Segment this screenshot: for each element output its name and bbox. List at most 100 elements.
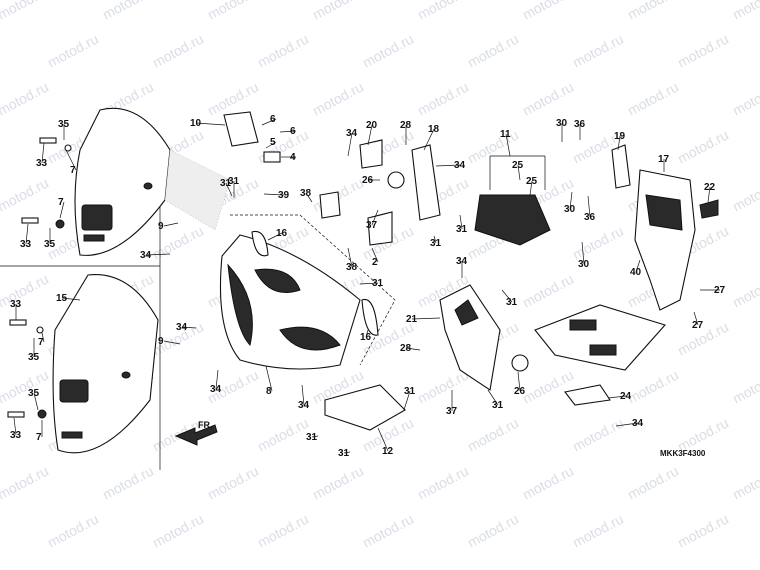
callout-28: 28 [400, 120, 412, 131]
callout-24: 24 [620, 391, 632, 402]
callout-leader [65, 149, 77, 171]
callout-37: 37 [446, 406, 458, 417]
watermark-text: motod.ru [520, 463, 576, 503]
diagram-code: MKK3F4300 [660, 449, 706, 458]
watermark-text: motod.ru [255, 415, 311, 455]
bracket-24 [564, 384, 611, 406]
grommet-26b [511, 354, 529, 372]
callout-7: 7 [38, 337, 44, 348]
meter-visor [474, 155, 551, 246]
watermark-text: motod.ru [0, 463, 51, 503]
callout-leader [367, 124, 373, 146]
callout-leader [587, 195, 591, 218]
callout-leader [343, 451, 351, 454]
watermark-text: motod.ru [625, 463, 681, 503]
watermark-text: motod.ru [520, 271, 576, 311]
watermark-text: motod.ru [360, 31, 416, 71]
callout-leader [529, 180, 533, 196]
callout-25: 25 [526, 176, 538, 187]
callout-leader [423, 128, 435, 151]
callout-33: 33 [10, 299, 22, 310]
watermark-text: motod.ru [415, 0, 471, 23]
callout-leader [403, 390, 411, 411]
callout-7: 7 [36, 432, 42, 443]
callout-34: 34 [210, 384, 222, 395]
callout-leader [347, 247, 353, 268]
callout-34: 34 [346, 128, 358, 139]
callout-30: 30 [564, 204, 576, 215]
callout-10: 10 [190, 118, 202, 129]
callout-38: 38 [346, 262, 358, 273]
callout-leader [365, 329, 369, 338]
watermark-text: motod.ru [255, 127, 311, 167]
watermark-text: motod.ru [625, 0, 681, 23]
callout-18: 18 [428, 124, 440, 135]
watermark-text: motod.ru [45, 511, 101, 551]
watermark-text: motod.ru [100, 463, 156, 503]
callout-leader [261, 118, 277, 126]
watermark-text: motod.ru [205, 463, 261, 503]
watermark-text: motod.ru [465, 31, 521, 71]
watermark-text: motod.ru [675, 31, 731, 71]
callout-15: 15 [56, 293, 68, 304]
callout-leader [305, 192, 313, 203]
watermark-text: motod.ru [730, 271, 760, 311]
callout-31: 31 [228, 176, 240, 187]
watermark-text: motod.ru [310, 79, 366, 119]
callout-4: 4 [290, 152, 296, 163]
callout-17: 17 [658, 154, 670, 165]
callout-leader [263, 193, 285, 196]
callout-leader [435, 164, 461, 167]
callout-leader [707, 186, 711, 203]
windscreen-lower [52, 274, 159, 454]
callout-22: 22 [704, 182, 716, 193]
watermark-text: motod.ru [675, 511, 731, 551]
watermark-text: motod.ru [570, 511, 626, 551]
watermark-text: motod.ru [415, 79, 471, 119]
callout-27: 27 [692, 320, 704, 331]
callout-leader [41, 332, 45, 343]
watermark-text: motod.ru [570, 415, 626, 455]
part-22 [699, 199, 719, 219]
callout-leader [581, 241, 585, 265]
callout-leader [163, 222, 179, 227]
watermark-text: motod.ru [730, 367, 760, 407]
center-bracket [439, 284, 501, 391]
callout-leader [617, 135, 621, 151]
callout-leader [635, 259, 641, 273]
direction-arrow [174, 424, 218, 446]
stay-19 [611, 144, 631, 189]
callout-leader [267, 232, 283, 241]
frame-stay [634, 169, 696, 311]
callout-5: 5 [270, 137, 276, 148]
callout-leader [195, 122, 226, 126]
callout-31: 31 [492, 400, 504, 411]
watermark-text: motod.ru [520, 79, 576, 119]
callout-26: 26 [514, 386, 526, 397]
callout-leader [615, 422, 639, 427]
callout-leader [301, 384, 305, 406]
callout-31: 31 [506, 297, 518, 308]
watermark-text: motod.ru [0, 175, 51, 215]
watermark-text: motod.ru [205, 0, 261, 23]
callout-35: 35 [28, 388, 40, 399]
part-4 [263, 151, 281, 163]
callout-leader [25, 223, 29, 245]
callout-34: 34 [176, 322, 188, 333]
callout-leader [569, 191, 573, 210]
callout-30: 30 [578, 259, 590, 270]
callout-12: 12 [382, 446, 394, 457]
callout-leader [311, 435, 319, 438]
callout-leader [347, 132, 353, 157]
callout-leader [265, 141, 277, 149]
watermark-text: motod.ru [465, 415, 521, 455]
callout-33: 33 [10, 430, 22, 441]
callout-16: 16 [276, 228, 288, 239]
under-cover-12 [324, 384, 406, 431]
front-cowl [219, 234, 361, 370]
watermark-text: motod.ru [100, 0, 156, 23]
callout-leader [33, 392, 39, 411]
callout-9: 9 [158, 336, 164, 347]
watermark-text: motod.ru [150, 31, 206, 71]
